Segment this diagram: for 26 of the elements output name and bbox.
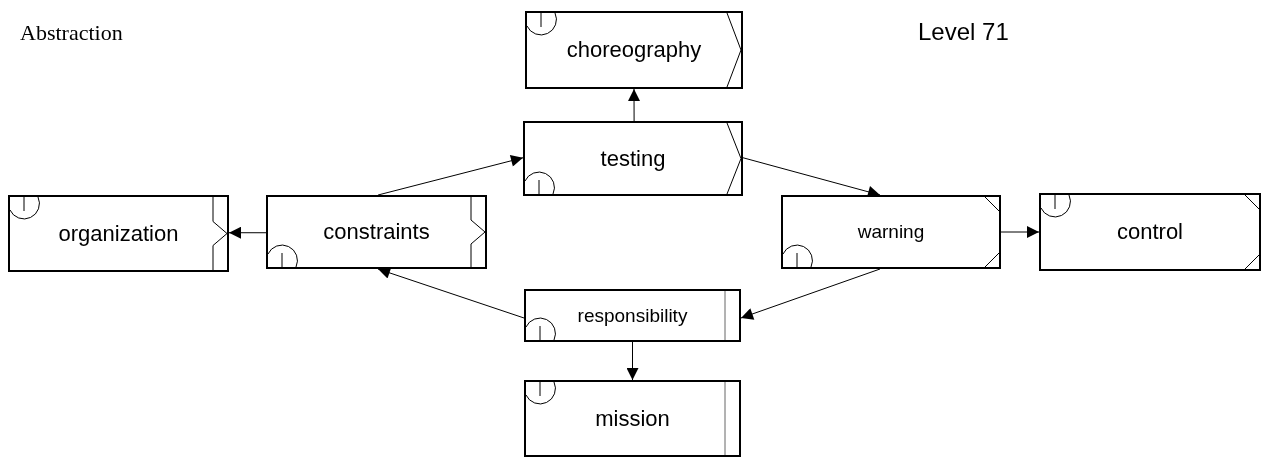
box-label: organization (57, 220, 180, 247)
box-label: control (1115, 219, 1184, 245)
box-label: choreography (565, 37, 703, 63)
process-box (524, 289, 741, 342)
arrow (1000, 226, 1040, 238)
arrow (377, 267, 525, 319)
box-label: constraints (322, 219, 431, 245)
process-box (266, 195, 487, 269)
arrow (740, 268, 881, 320)
arrow (742, 157, 881, 198)
box-label: warning (856, 221, 926, 243)
arrow (377, 154, 524, 196)
process-box (524, 380, 741, 457)
process-box (525, 11, 743, 89)
arrow (628, 88, 641, 122)
box-label: mission (594, 405, 671, 432)
process-box (1039, 193, 1261, 271)
abstraction-label: Abstraction (20, 20, 123, 46)
process-box (8, 195, 229, 272)
box-label: testing (599, 145, 667, 172)
box-label: responsibility (576, 304, 689, 327)
arrow (626, 341, 639, 381)
process-box (523, 121, 743, 196)
arrow (228, 226, 267, 239)
level-label: Level 71 (918, 18, 1009, 46)
process-box (781, 195, 1001, 269)
